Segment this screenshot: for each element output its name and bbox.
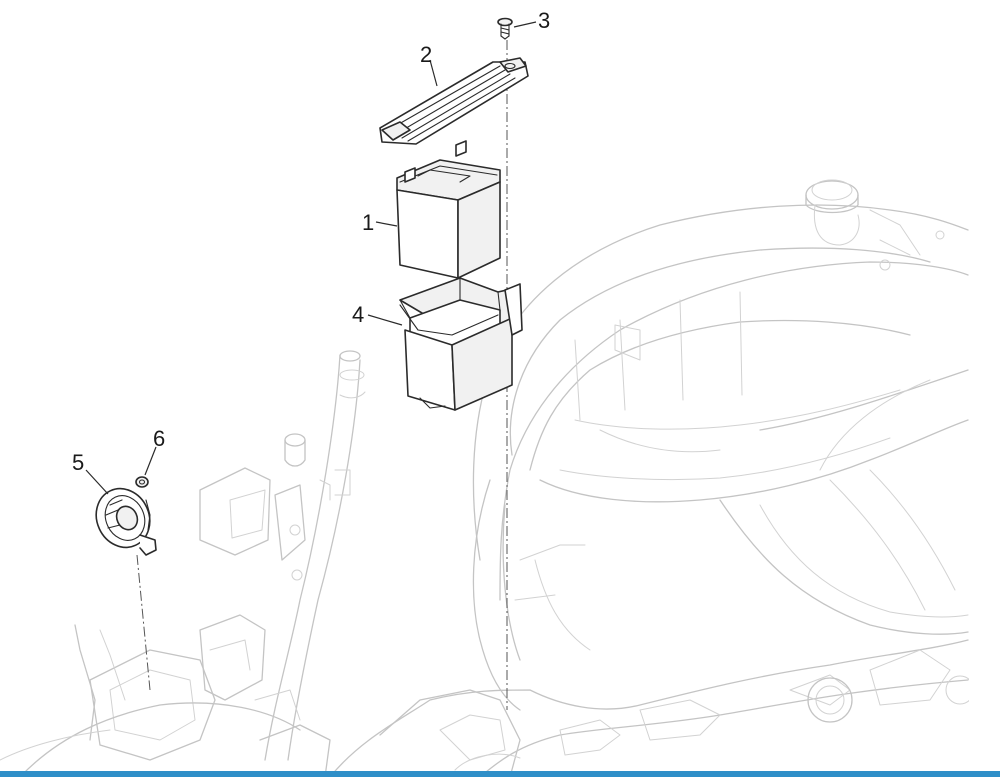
right-margin — [969, 0, 1000, 771]
assembly-axis-lines — [136, 40, 508, 710]
horn — [95, 487, 157, 556]
screw — [497, 17, 513, 40]
callout-2: 2 — [420, 42, 432, 67]
battery-strap — [379, 57, 529, 145]
callout-3: 3 — [538, 8, 550, 33]
callout-labels: 1 2 3 4 5 6 — [72, 8, 550, 475]
callout-6: 6 — [153, 426, 165, 451]
nut — [135, 476, 149, 488]
battery — [396, 140, 501, 279]
callout-1: 1 — [362, 210, 374, 235]
battery-tray — [399, 277, 523, 411]
callout-5: 5 — [72, 450, 84, 475]
bottom-accent-bar — [0, 771, 1000, 777]
callout-4: 4 — [352, 302, 364, 327]
scooter-frame-outline — [0, 179, 975, 778]
callout-leaders — [85, 21, 537, 495]
